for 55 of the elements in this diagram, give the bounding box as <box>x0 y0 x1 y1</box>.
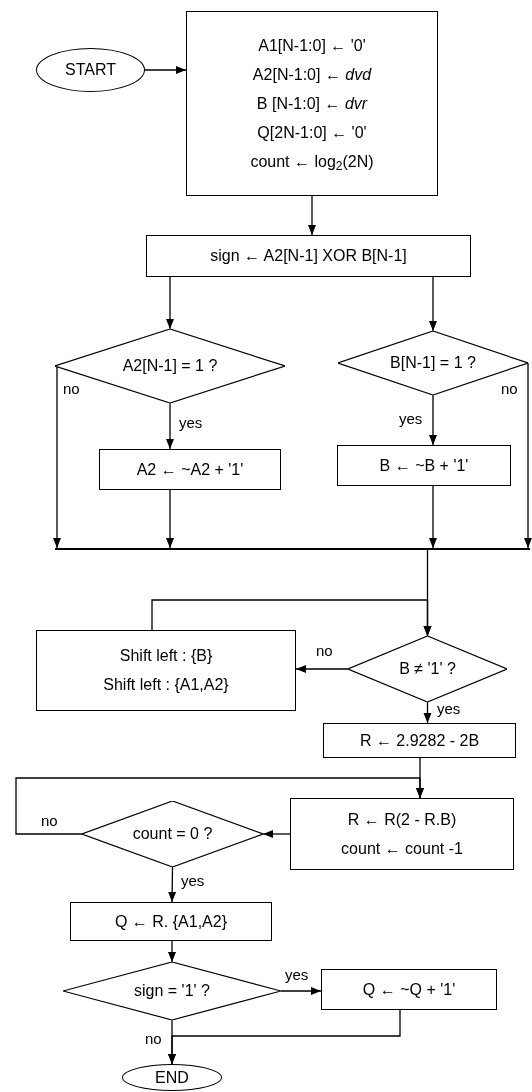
decision-diamond <box>55 329 285 403</box>
node-text: A1[N-1:0] ← '0' <box>258 35 366 56</box>
node-text: Q[2N-1:0] ← '0' <box>257 122 367 143</box>
node-text: count ← count -1 <box>341 838 463 859</box>
process-box <box>337 445 511 486</box>
process-box <box>99 449 281 490</box>
process-box <box>323 723 516 758</box>
node-text: A2 ← ~A2 + '1' <box>136 459 244 480</box>
arrow <box>144 66 187 74</box>
arrow <box>168 866 177 903</box>
process-box <box>36 630 296 711</box>
arrow <box>15 777 424 835</box>
arrow <box>168 940 176 963</box>
arrow <box>308 195 316 236</box>
process-box <box>70 902 272 941</box>
node-text: START <box>65 60 116 80</box>
arrow <box>168 1009 401 1065</box>
node-text: R ← 2.9282 - 2B <box>359 730 480 751</box>
decision-diamond <box>348 636 507 702</box>
node-text: count ← log$_{2}$(2N) <box>250 151 374 172</box>
process-box <box>290 798 514 870</box>
arrow <box>53 365 61 549</box>
node-text: END <box>155 1067 189 1088</box>
node-text: B [N-1:0] ← dvr <box>256 93 368 114</box>
node-text: Shift left : {B} <box>119 646 213 666</box>
arrow <box>166 402 174 450</box>
arrow <box>429 276 437 332</box>
process-box <box>321 969 497 1010</box>
node-text: A2[N-1:0] ← dvd <box>252 64 372 85</box>
arrow <box>429 394 437 446</box>
process-box <box>146 235 471 277</box>
process-box <box>186 11 438 196</box>
node-text: B[N-1] = 1 ? <box>390 353 476 373</box>
node-text: R ← R(2 - R.B) <box>347 809 457 830</box>
node-text: A2[N-1] = 1 ? <box>122 356 218 376</box>
arrow <box>166 276 174 330</box>
node-text: Q ← ~Q + '1' <box>362 979 456 1000</box>
arrow <box>295 665 349 673</box>
decision-diamond <box>82 801 263 867</box>
node-text: Q ← R. {A1,A2} <box>114 911 228 932</box>
node-text: sign ← A2[N-1] XOR B[N-1] <box>210 246 407 266</box>
arrow <box>280 987 322 995</box>
node-text: sign = '1' ? <box>134 981 210 1001</box>
node-text: B ← ~B + '1' <box>379 455 469 476</box>
arrow <box>429 485 437 549</box>
decision-diamond <box>338 331 528 395</box>
decision-diamond <box>63 962 281 1020</box>
arrow <box>151 599 432 637</box>
node-text: B ≠ '1' ? <box>399 659 456 679</box>
arrow <box>166 489 174 549</box>
node-text: count = 0 ? <box>132 824 213 844</box>
arrow <box>423 701 432 724</box>
node-text: Shift left : {A1,A2} <box>103 675 229 695</box>
arrow <box>262 830 291 838</box>
arrow <box>524 362 532 549</box>
